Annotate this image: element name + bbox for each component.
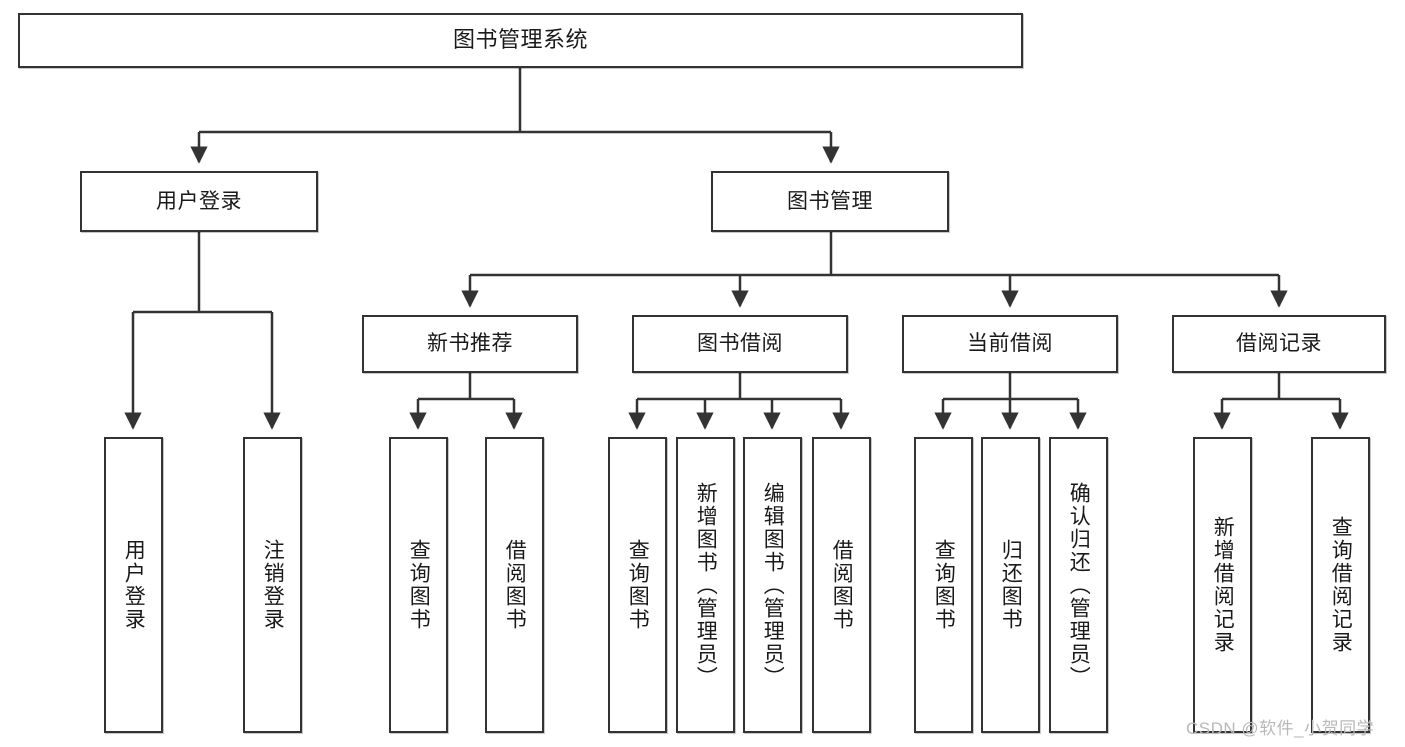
node-root[interactable]: 图书管理系统 bbox=[18, 13, 1023, 68]
leaf-return-book-label: 归还图书 bbox=[999, 539, 1023, 631]
node-book-borrow[interactable]: 图书借阅 bbox=[632, 315, 848, 373]
node-current-borrow-label: 当前借阅 bbox=[967, 332, 1053, 356]
leaf-edit-book[interactable]: 编辑图书（管理员） bbox=[743, 437, 802, 733]
leaf-logout-login-label: 注销登录 bbox=[261, 539, 285, 631]
leaf-query-book-borrow[interactable]: 查询图书 bbox=[608, 437, 667, 733]
node-new-book-recommend[interactable]: 新书推荐 bbox=[362, 315, 578, 373]
leaf-query-book-borrow-label: 查询图书 bbox=[626, 539, 650, 631]
leaf-query-borrow-record-label: 查询借阅记录 bbox=[1329, 516, 1353, 654]
leaf-confirm-return-label: 确认归还（管理员） bbox=[1067, 481, 1091, 689]
node-current-borrow[interactable]: 当前借阅 bbox=[902, 315, 1118, 373]
leaf-user-login[interactable]: 用户登录 bbox=[104, 437, 163, 733]
node-root-label: 图书管理系统 bbox=[452, 27, 588, 53]
leaf-add-book-label: 新增图书（管理员） bbox=[694, 481, 718, 689]
node-book-manage[interactable]: 图书管理 bbox=[711, 171, 949, 232]
leaf-query-book-current[interactable]: 查询图书 bbox=[914, 437, 973, 733]
leaf-confirm-return[interactable]: 确认归还（管理员） bbox=[1049, 437, 1108, 733]
node-borrow-record[interactable]: 借阅记录 bbox=[1172, 315, 1386, 373]
leaf-borrow-book-recommend[interactable]: 借阅图书 bbox=[485, 437, 544, 733]
leaf-query-book-current-label: 查询图书 bbox=[932, 539, 956, 631]
leaf-return-book[interactable]: 归还图书 bbox=[981, 437, 1040, 733]
leaf-query-borrow-record[interactable]: 查询借阅记录 bbox=[1311, 437, 1370, 733]
node-user-login[interactable]: 用户登录 bbox=[80, 171, 318, 232]
leaf-user-login-label: 用户登录 bbox=[122, 539, 146, 631]
leaf-borrow-book-recommend-label: 借阅图书 bbox=[503, 539, 527, 631]
leaf-add-borrow-record[interactable]: 新增借阅记录 bbox=[1193, 437, 1252, 733]
node-book-manage-label: 图书管理 bbox=[787, 189, 873, 213]
leaf-query-book-recommend[interactable]: 查询图书 bbox=[389, 437, 448, 733]
leaf-edit-book-label: 编辑图书（管理员） bbox=[761, 481, 785, 689]
leaf-add-book[interactable]: 新增图书（管理员） bbox=[676, 437, 735, 733]
csdn-watermark: CSDN @软件_小贺同学 bbox=[1186, 719, 1375, 738]
leaf-logout-login[interactable]: 注销登录 bbox=[243, 437, 302, 733]
node-user-login-label: 用户登录 bbox=[156, 189, 242, 213]
leaf-borrow-book-borrow[interactable]: 借阅图书 bbox=[812, 437, 871, 733]
node-book-borrow-label: 图书借阅 bbox=[697, 332, 783, 356]
leaf-query-book-recommend-label: 查询图书 bbox=[407, 539, 431, 631]
leaf-borrow-book-borrow-label: 借阅图书 bbox=[830, 539, 854, 631]
node-borrow-record-label: 借阅记录 bbox=[1236, 332, 1322, 356]
leaf-add-borrow-record-label: 新增借阅记录 bbox=[1211, 516, 1235, 654]
node-new-book-recommend-label: 新书推荐 bbox=[427, 332, 513, 356]
